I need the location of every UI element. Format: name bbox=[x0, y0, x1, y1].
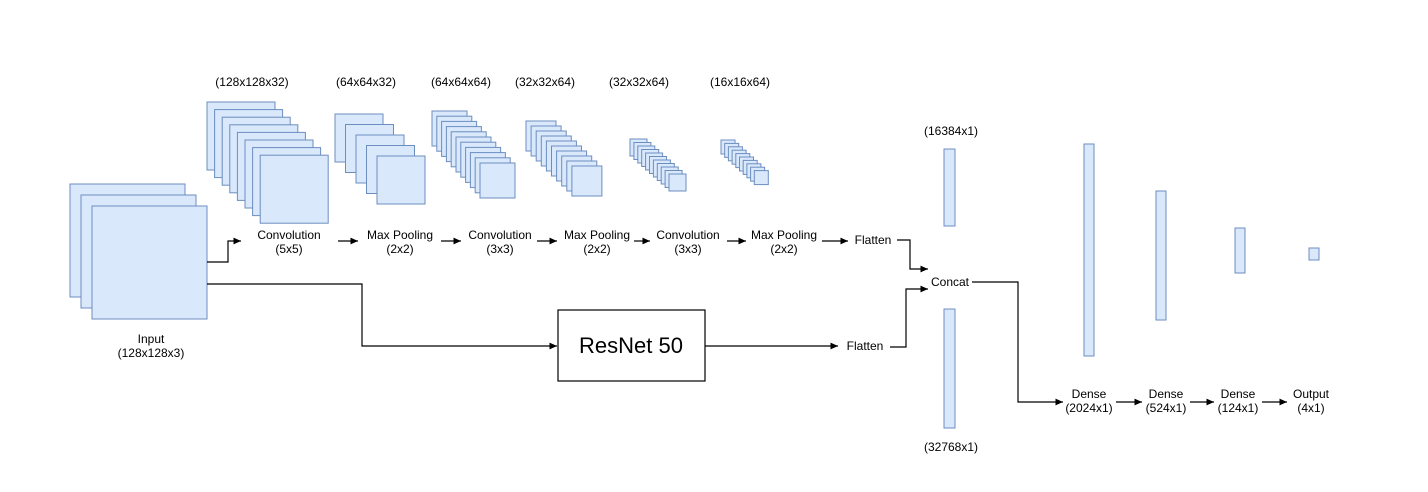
stage-5-size: (3x3) bbox=[674, 242, 701, 256]
output-size: (4x1) bbox=[1297, 401, 1324, 415]
feature-stack-6 bbox=[720, 139, 769, 186]
stage-4-size: (2x2) bbox=[583, 242, 610, 256]
resnet-label: ResNet 50 bbox=[579, 333, 683, 358]
arrow-flatten-bottom-to-concat bbox=[890, 285, 928, 348]
dense-2-vector bbox=[1155, 190, 1167, 321]
flatten-bottom-label: Flatten bbox=[847, 339, 884, 353]
stage-dims-2: (64x64x32) bbox=[336, 75, 396, 89]
dense-3-vector bbox=[1234, 227, 1246, 274]
feature-map-layer bbox=[259, 154, 329, 224]
dense-1-size: (2024x1) bbox=[1065, 401, 1112, 415]
feature-map-layer bbox=[571, 165, 603, 197]
feature-map-stacks bbox=[206, 101, 769, 224]
flatten-top-label: Flatten bbox=[855, 233, 892, 247]
stage-6-name: Max Pooling bbox=[751, 228, 817, 242]
vector-top-dims: (16384x1) bbox=[924, 124, 978, 138]
feature-map-layer bbox=[479, 162, 516, 199]
feature-stack-3 bbox=[431, 110, 516, 199]
concat-label: Concat bbox=[931, 275, 970, 289]
feature-map-layer bbox=[376, 155, 426, 205]
stage-dims-3: (64x64x64) bbox=[431, 75, 491, 89]
arrow-input-to-resnet bbox=[207, 283, 557, 350]
dense-1-vector bbox=[1083, 143, 1095, 357]
feature-map-layer bbox=[668, 173, 687, 192]
dense-2-size: (524x1) bbox=[1146, 401, 1187, 415]
stage-2-name: Max Pooling bbox=[367, 228, 433, 242]
stage-dims-6: (16x16x64) bbox=[710, 75, 770, 89]
stage-dims-1: (128x128x32) bbox=[215, 75, 288, 89]
vector-bottom bbox=[943, 308, 956, 429]
arrow-input-to-conv1 bbox=[207, 237, 241, 263]
stage-1-size: (5x5) bbox=[275, 242, 302, 256]
input-feature-stack bbox=[69, 183, 208, 320]
dense-3-size: (124x1) bbox=[1218, 401, 1259, 415]
stage-3-size: (3x3) bbox=[486, 242, 513, 256]
stage-5-name: Convolution bbox=[656, 228, 719, 242]
stage-dims-5: (32x32x64) bbox=[609, 75, 669, 89]
vector-top bbox=[943, 148, 956, 227]
dense-1-name: Dense bbox=[1072, 387, 1107, 401]
stage-dims-4: (32x32x64) bbox=[515, 75, 575, 89]
stage-1-name: Convolution bbox=[257, 228, 320, 242]
dense-3-name: Dense bbox=[1221, 387, 1256, 401]
stage-4-name: Max Pooling bbox=[564, 228, 630, 242]
dense-2-name: Dense bbox=[1149, 387, 1184, 401]
output-vector bbox=[1308, 247, 1320, 261]
stage-3-name: Convolution bbox=[468, 228, 531, 242]
stage-2-size: (2x2) bbox=[386, 242, 413, 256]
vector-bottom-dims: (32768x1) bbox=[924, 440, 978, 454]
arrow-flatten-top-to-concat bbox=[897, 239, 928, 273]
feature-stack-1 bbox=[206, 101, 329, 224]
feature-stack-5 bbox=[629, 138, 687, 192]
input-label: Input bbox=[138, 332, 165, 346]
feature-stack-4 bbox=[525, 120, 603, 197]
feature-map-layer bbox=[753, 170, 769, 186]
stage-6-size: (2x2) bbox=[770, 242, 797, 256]
feature-stack-2 bbox=[334, 113, 426, 205]
input-dims: (128x128x3) bbox=[118, 346, 185, 360]
arrow-concat-to-dense1 bbox=[972, 281, 1063, 406]
output-name: Output bbox=[1293, 387, 1330, 401]
